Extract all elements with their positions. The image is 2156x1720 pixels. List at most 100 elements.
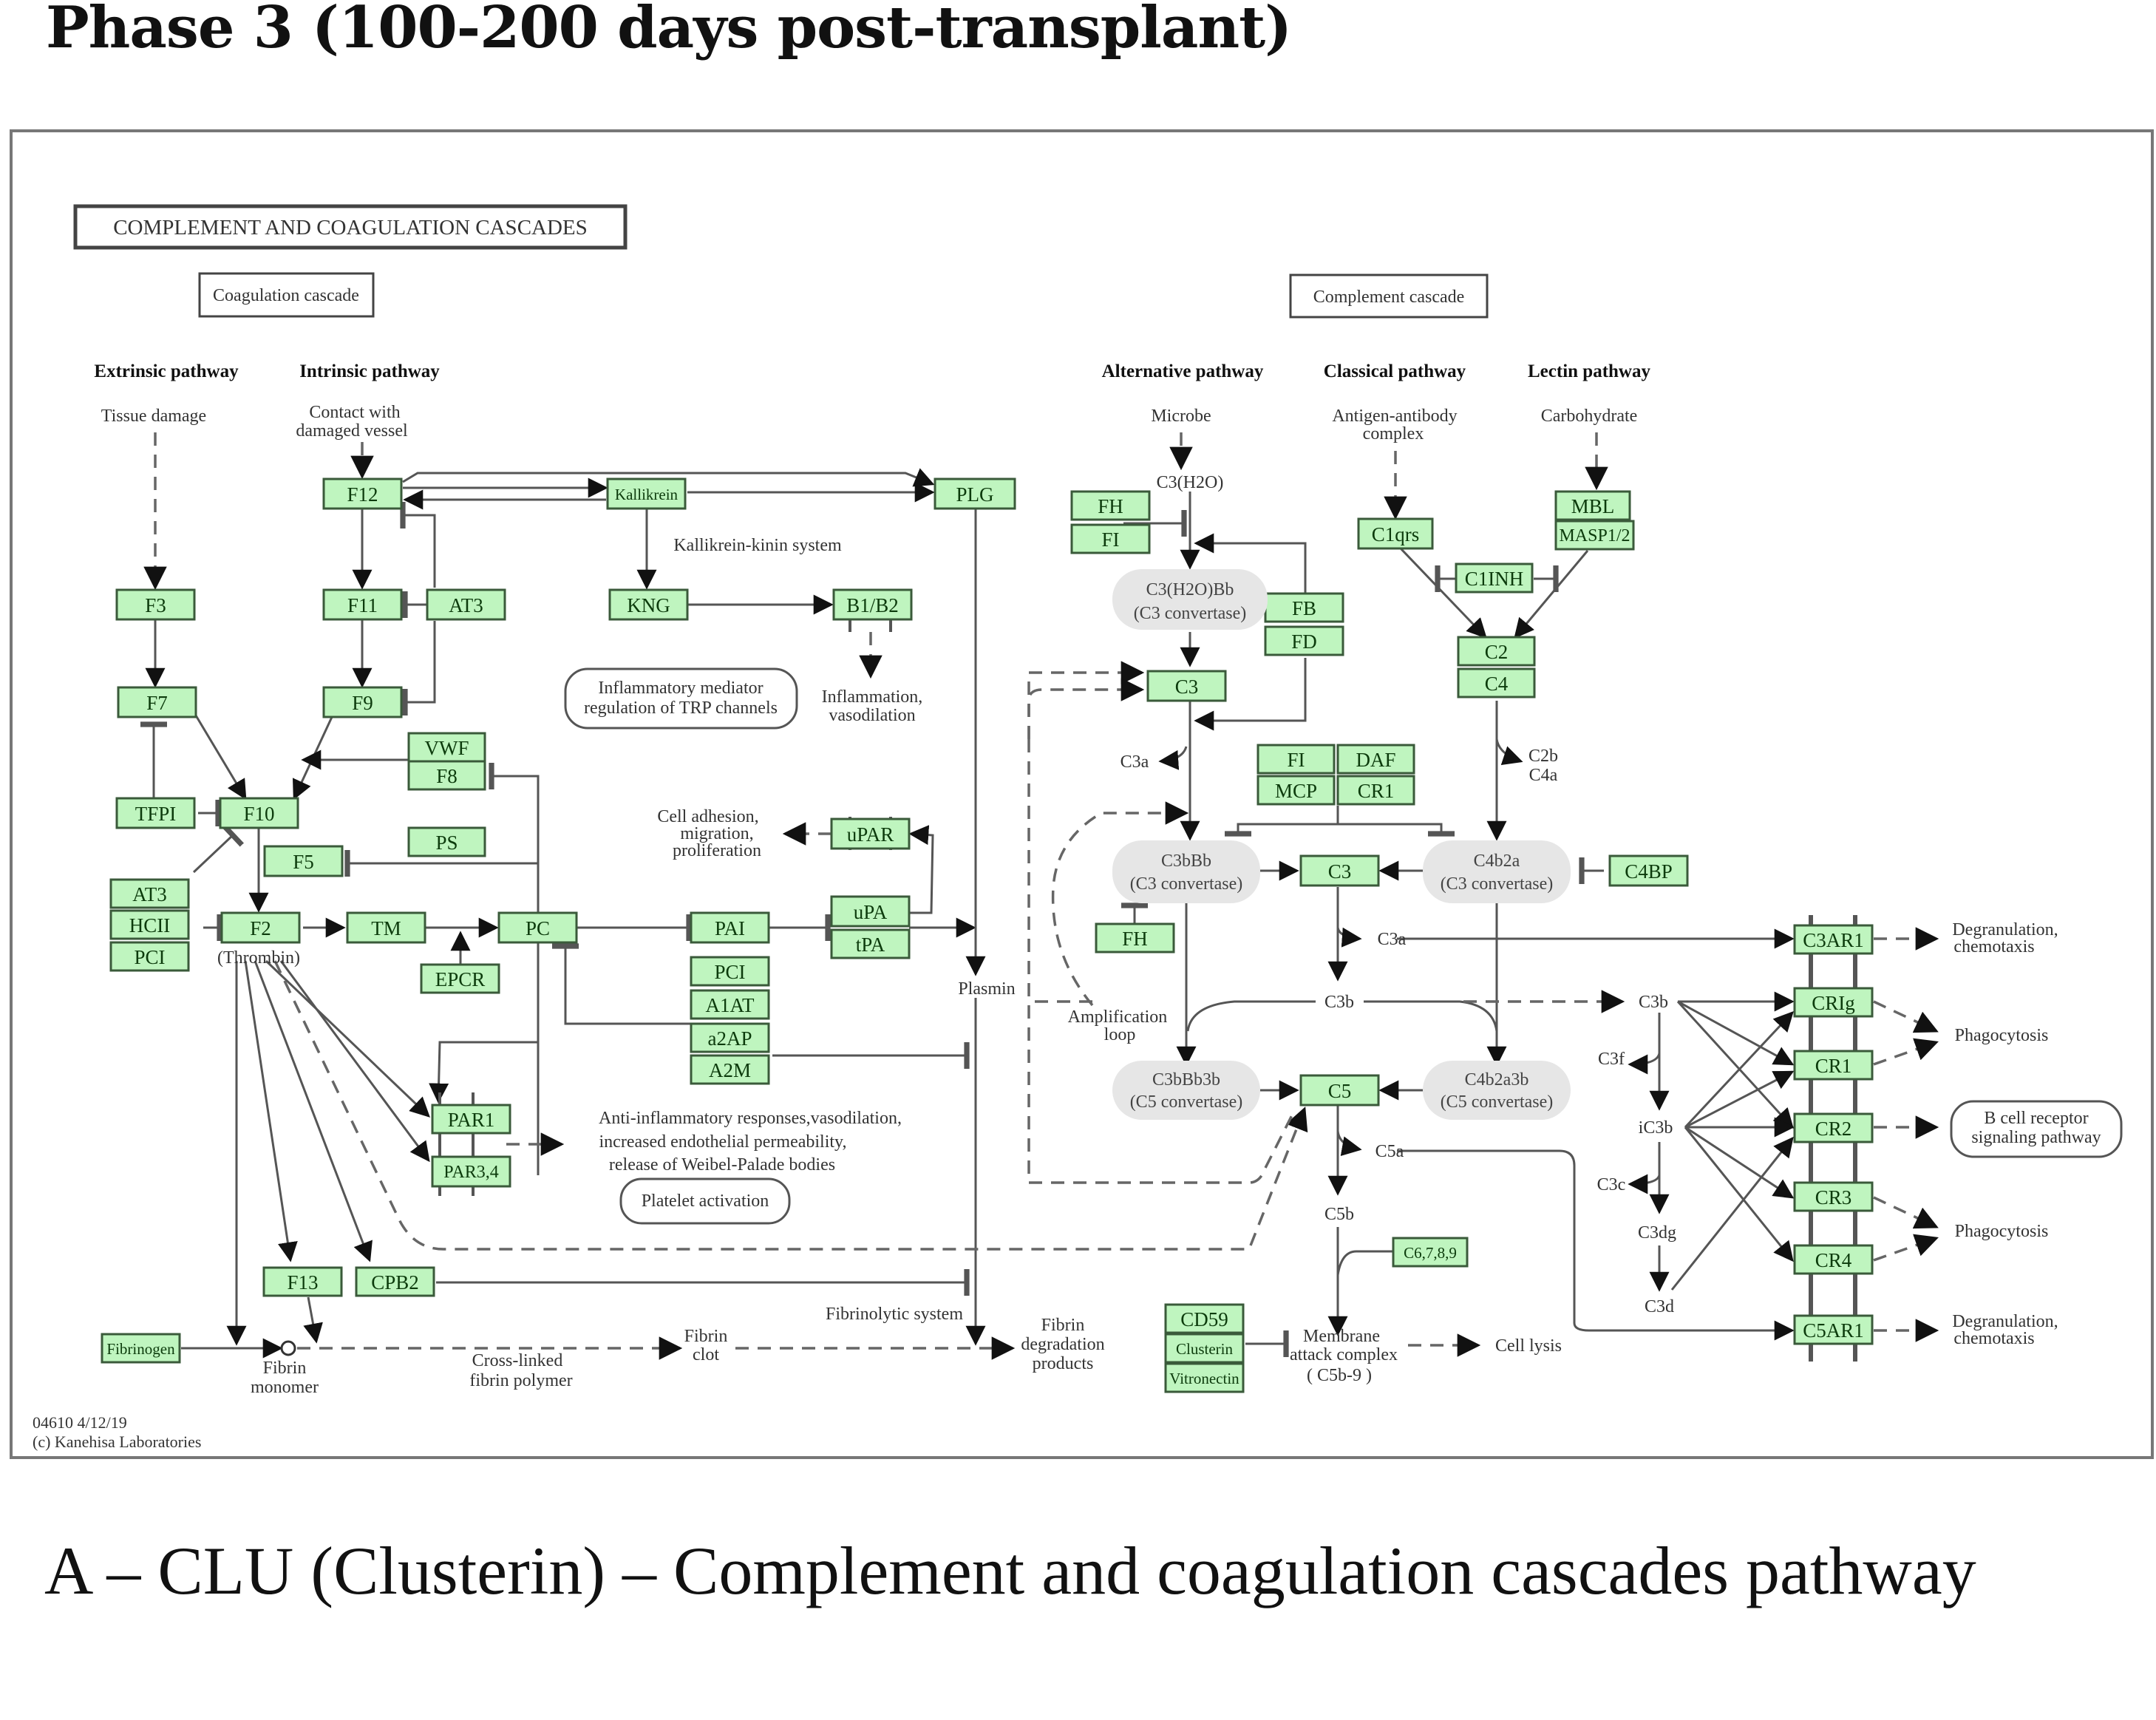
gene-node-kng[interactable]: KNG [608,588,689,621]
gene-node-hcii[interactable]: HCII [109,909,190,940]
gene-node-a1at[interactable]: A1AT [690,989,770,1020]
map-link-trp-channels[interactable]: Inflammatory mediator regulation of TRP … [564,667,798,730]
gene-node-mbl[interactable]: MBL [1554,490,1631,521]
gene-node-box [426,588,506,621]
gene-node-pc[interactable]: PC [497,911,578,944]
gene-node-c3a_node[interactable]: C3 [1146,670,1227,702]
gene-node-f11[interactable]: F11 [322,588,403,621]
gene-node-c3b_node[interactable]: C3 [1299,854,1380,887]
map-link-bcr-signaling[interactable]: B cell receptor signaling pathway [1950,1100,2123,1158]
gene-node-f5[interactable]: F5 [263,845,344,877]
label-c3a: C3a [1120,752,1149,772]
gene-node-label: PC [526,917,550,939]
gene-node-c2[interactable]: C2 [1457,636,1536,667]
gene-node-c1inh[interactable]: C1INH [1455,562,1534,594]
gene-node-label: FH [1122,928,1148,950]
complex-c4b2a3b[interactable]: C4b2a3b (C5 convertase) [1423,1061,1571,1120]
gene-node-cr2[interactable]: CR2 [1793,1112,1874,1143]
gene-node-label: F10 [243,803,274,825]
gene-node-box [1299,854,1380,887]
gene-node-fh1[interactable]: FH [1070,490,1151,521]
gene-node-fb[interactable]: FB [1264,592,1344,623]
label-fibrin-monomer: Fibrin [263,1359,307,1378]
header-alternative: Alternative pathway [1102,361,1264,381]
gene-node-f9[interactable]: F9 [322,686,403,718]
gene-node-upar[interactable]: uPAR [830,817,911,850]
gene-node-cr4[interactable]: CR4 [1793,1244,1874,1275]
gene-node-c6789[interactable]: C6,7,8,9 [1392,1237,1469,1268]
gene-node-label: PCI [714,961,745,983]
label-fdp: degradation [1021,1335,1104,1354]
gene-node-daf[interactable]: DAF [1336,744,1415,775]
gene-node-c3ar1[interactable]: C3AR1 [1793,924,1874,955]
gene-node-box [322,477,403,510]
gene-node-c4[interactable]: C4 [1457,667,1536,698]
gene-node-cr3[interactable]: CR3 [1793,1181,1874,1212]
gene-node-fibrinogen[interactable]: Fibrinogen [101,1333,181,1364]
gene-node-cd59[interactable]: CD59 [1164,1303,1245,1334]
gene-node-epcr[interactable]: EPCR [420,963,500,994]
gene-node-f2[interactable]: F2 [220,911,301,944]
gene-node-f3[interactable]: F3 [115,588,196,621]
gene-node-a2ap[interactable]: a2AP [690,1022,770,1053]
gene-node-plg[interactable]: PLG [934,477,1016,510]
gene-node-fi1[interactable]: FI [1070,523,1151,554]
complex-c3bbb3b[interactable]: C3bBb3b (C5 convertase) [1112,1061,1260,1120]
gene-node-pcib[interactable]: PCI [690,956,770,987]
gene-node-masp[interactable]: MASP1/2 [1554,520,1635,551]
gene-node-at3a[interactable]: AT3 [426,588,506,621]
gene-node-fh2[interactable]: FH [1095,922,1175,954]
map-link-platelet-activation[interactable]: Platelet activation [619,1177,791,1225]
gene-node-label: F2 [250,917,271,939]
gene-node-ps[interactable]: PS [407,826,486,857]
gene-node-cr1b[interactable]: CR1 [1793,1050,1874,1081]
gene-node-label: F11 [347,594,378,616]
gene-node-f13[interactable]: F13 [262,1266,343,1297]
complex-c4b2a[interactable]: C4b2a (C3 convertase) [1423,840,1571,903]
gene-node-a2m[interactable]: A2M [690,1054,770,1085]
gene-node-box [117,686,197,718]
gene-node-box [608,588,689,621]
gene-node-vwf[interactable]: VWF [407,732,486,763]
gene-node-c5ar1[interactable]: C5AR1 [1793,1314,1874,1345]
gene-node-f10[interactable]: F10 [219,797,299,829]
gene-node-upa[interactable]: uPA [830,895,911,928]
gene-node-box [1164,1303,1245,1334]
gene-node-fi2[interactable]: FI [1256,744,1336,775]
gene-node-box [1256,744,1336,775]
gene-node-box [407,826,486,857]
gene-node-fd[interactable]: FD [1264,625,1344,656]
gene-node-b1b2[interactable]: B1/B2 [832,588,913,621]
gene-node-crig[interactable]: CRIg [1793,987,1874,1018]
gene-node-at3b[interactable]: AT3 [109,878,190,909]
label-degranulation: Degranulation, [1952,920,2058,939]
annotations: Kallikrein-kinin system Inflammation, va… [217,473,2058,1397]
gene-node-c5[interactable]: C5 [1299,1074,1380,1107]
gene-node-c4bp[interactable]: C4BP [1608,854,1689,887]
gene-node-cr1a[interactable]: CR1 [1336,775,1415,806]
gene-node-pcia[interactable]: PCI [109,941,190,972]
gene-node-vitronectin[interactable]: Vitronectin [1164,1362,1245,1393]
gene-node-f12[interactable]: F12 [322,477,403,510]
gene-node-box [262,1266,343,1297]
gene-node-cpb2[interactable]: CPB2 [355,1266,435,1297]
gene-node-c1qrs[interactable]: C1qrs [1357,517,1434,550]
gene-node-clusterin[interactable]: Clusterin [1164,1333,1245,1364]
complex-c3h2obb[interactable]: C3(H2O)Bb (C3 convertase) [1112,569,1268,630]
gene-node-par34[interactable]: PAR3,4 [431,1155,511,1188]
gene-node-label: PLG [956,483,993,506]
gene-node-box [1070,523,1151,554]
gene-node-mcp[interactable]: MCP [1256,775,1336,806]
header-lectin: Lectin pathway [1528,361,1650,381]
label-c5b: C5b [1324,1205,1354,1224]
label-degranulation: Degranulation, [1952,1312,2058,1331]
gene-node-f8[interactable]: F8 [407,760,486,791]
gene-node-par1[interactable]: PAR1 [431,1104,511,1135]
gene-node-pai[interactable]: PAI [690,911,770,944]
gene-node-f7[interactable]: F7 [117,686,197,718]
gene-node-tfpi[interactable]: TFPI [115,797,196,829]
complex-c3bbb[interactable]: C3bBb (C3 convertase) [1112,840,1260,903]
gene-node-tm[interactable]: TM [346,911,426,944]
gene-node-tpa[interactable]: tPA [830,928,911,959]
gene-node-kallikrein[interactable]: Kallikrein [606,477,687,510]
